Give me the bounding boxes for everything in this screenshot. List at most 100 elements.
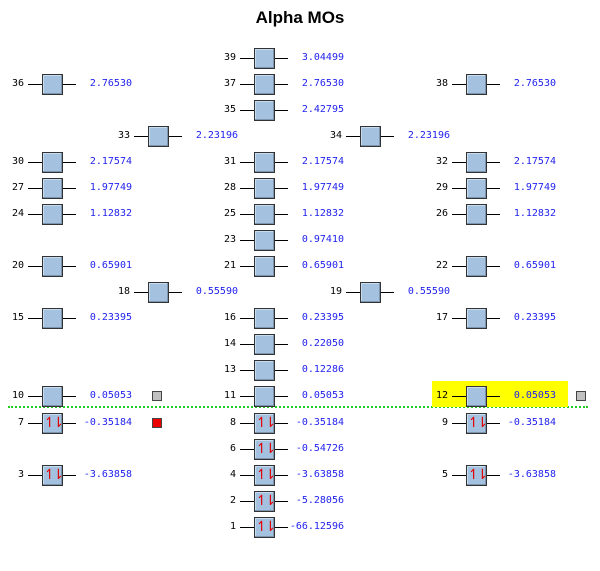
orbital-6[interactable]: 6↿⇂-0.54726 [0, 437, 600, 461]
orbital-box[interactable] [148, 126, 169, 147]
orbital-box[interactable] [254, 152, 275, 173]
orbital-9[interactable]: 9↿⇂-0.35184 [0, 411, 600, 435]
orbital-32[interactable]: 32 2.17574 [0, 150, 600, 174]
orbital-box[interactable] [254, 334, 275, 355]
orbital-3[interactable]: 3 ↿⇂ -3.63858 [0, 463, 600, 487]
orbital-box[interactable]: ↿⇂ [254, 439, 276, 460]
orbital-energy: 2.17574 [513, 156, 556, 167]
orbital-number: 21 [223, 260, 236, 271]
orbital-box[interactable]: ↿⇂ [254, 465, 276, 486]
orbital-box[interactable] [254, 256, 275, 277]
orbital-energy: 1.12832 [301, 208, 344, 219]
orbital-box[interactable] [42, 152, 63, 173]
orbital-box[interactable] [254, 48, 275, 69]
orbital-box[interactable]: ↿⇂ [254, 517, 276, 538]
orbital-box[interactable] [466, 256, 487, 277]
orbital-24[interactable]: 24 1.12832 [0, 202, 600, 226]
orbital-energy: -3.63858 [83, 469, 132, 480]
orbital-2[interactable]: 2↿⇂-5.28056 [0, 489, 600, 513]
orbital-box[interactable] [466, 178, 487, 199]
orbital-energy: -0.35184 [507, 417, 556, 428]
orbital-box[interactable] [42, 74, 63, 95]
orbital-5[interactable]: 5↿⇂-3.63858 [0, 463, 600, 487]
orbital-box[interactable] [42, 308, 63, 329]
orbital-number: 34 [329, 130, 342, 141]
orbital-number: 3 [17, 469, 24, 480]
orbital-box[interactable] [148, 282, 169, 303]
orbital-number: 13 [223, 364, 236, 375]
orbital-energy: 1.97749 [89, 182, 132, 193]
orbital-box[interactable] [254, 204, 275, 225]
orbital-energy: -3.63858 [295, 469, 344, 480]
orbital-box[interactable] [254, 386, 275, 407]
orbital-box[interactable] [254, 230, 275, 251]
fermi-level-line [8, 406, 588, 408]
orbital-box[interactable]: ↿⇂ [42, 465, 64, 486]
orbital-box[interactable] [466, 152, 487, 173]
orbital-number: 37 [223, 78, 236, 89]
diagram-title: Alpha MOs [255, 8, 345, 27]
orbital-box[interactable]: ↿⇂ [254, 413, 276, 434]
orbital-energy: 1.97749 [513, 182, 556, 193]
orbital-energy: 0.55590 [195, 286, 238, 297]
orbital-box[interactable] [360, 126, 381, 147]
orbital-number: 20 [11, 260, 24, 271]
orbital-box[interactable] [254, 308, 275, 329]
orbital-box[interactable]: ↿⇂ [466, 465, 488, 486]
orbital-box[interactable] [254, 360, 275, 381]
orbital-box[interactable] [466, 308, 487, 329]
orbital-box[interactable] [466, 204, 487, 225]
homo-marker [152, 418, 162, 428]
orbital-number: 24 [11, 208, 24, 219]
orbital-4[interactable]: 4↿⇂-3.63858 [0, 463, 600, 487]
orbital-7[interactable]: 7↿⇂-0.35184 [0, 411, 600, 435]
orbital-box[interactable]: ↿⇂ [42, 413, 64, 434]
orbital-box[interactable] [466, 74, 487, 95]
orbital-energy: 0.23395 [513, 312, 556, 323]
orbital-box[interactable] [360, 282, 381, 303]
orbital-box[interactable]: ↿⇂ [466, 413, 488, 434]
orbital-box[interactable] [42, 178, 63, 199]
orbital-8[interactable]: 8↿⇂-0.35184 [0, 411, 600, 435]
orbital-1[interactable]: 1↿⇂-66.12596 [0, 515, 600, 539]
orbital-box[interactable] [42, 256, 63, 277]
orbital-box[interactable] [42, 386, 63, 407]
orbital-box[interactable] [254, 100, 275, 121]
orbital-energy: 0.05053 [89, 390, 132, 401]
orbital-box[interactable] [466, 386, 487, 407]
orbital-number: 36 [11, 78, 24, 89]
orbital-box[interactable]: ↿⇂ [254, 491, 276, 512]
orbital-box[interactable] [254, 74, 275, 95]
orbital-number: 32 [435, 156, 448, 167]
orbital-box[interactable] [42, 204, 63, 225]
orbital-box[interactable] [254, 178, 275, 199]
